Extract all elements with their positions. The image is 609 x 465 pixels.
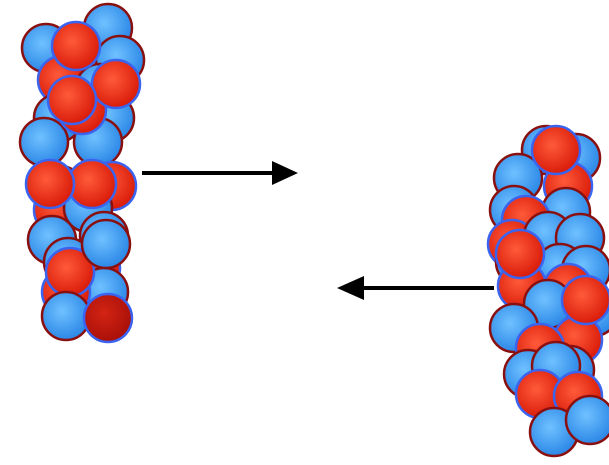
neutron-sphere [82, 220, 130, 268]
neutron-sphere [566, 396, 609, 444]
left-nucleus [20, 4, 144, 342]
neutron-sphere [42, 292, 90, 340]
neutron-sphere [20, 118, 68, 166]
arrow-right [142, 161, 298, 185]
proton-sphere [84, 294, 132, 342]
arrow-right-head [272, 161, 298, 185]
proton-sphere [52, 22, 100, 70]
proton-sphere [48, 76, 96, 124]
arrow-left [337, 276, 494, 300]
proton-sphere [92, 60, 140, 108]
proton-sphere [532, 126, 580, 174]
proton-sphere [562, 276, 609, 324]
proton-sphere [26, 160, 74, 208]
arrow-left-head [337, 276, 364, 300]
right-nucleus [488, 126, 609, 456]
proton-sphere [496, 230, 544, 278]
